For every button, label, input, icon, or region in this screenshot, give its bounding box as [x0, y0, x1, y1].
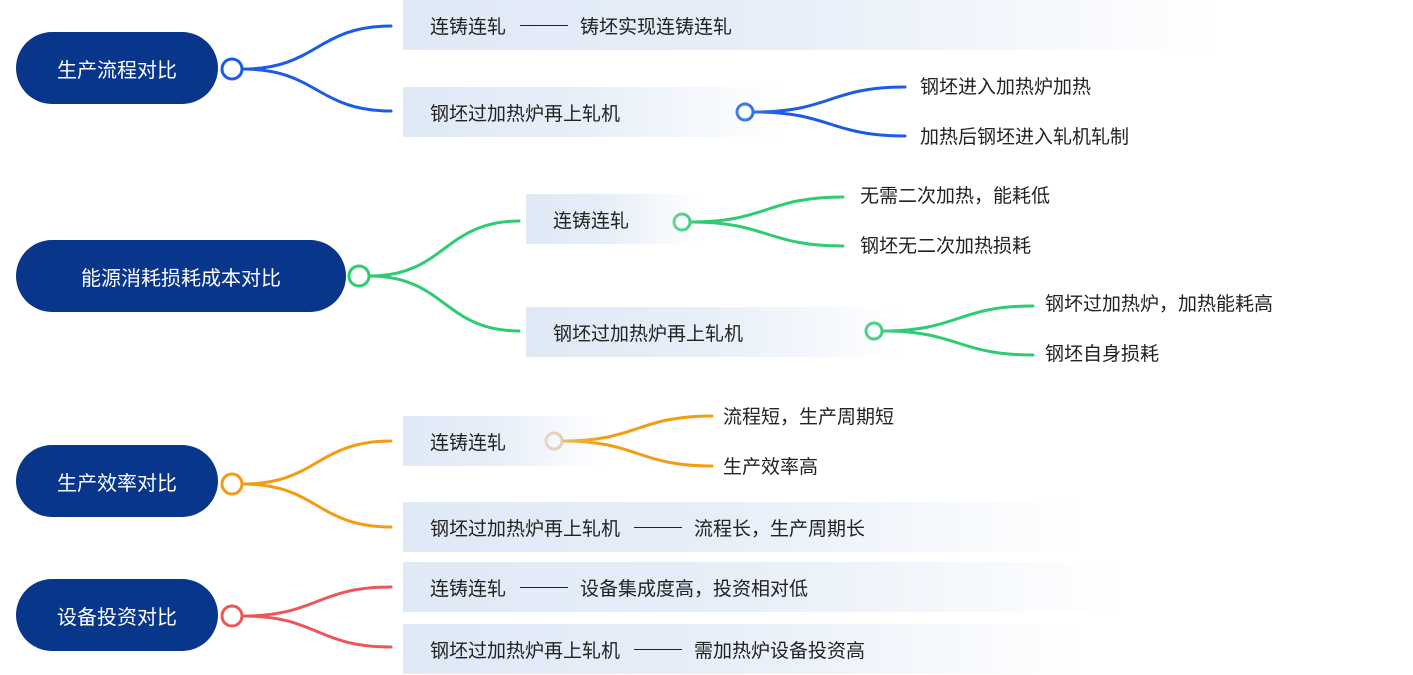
connector-line [689, 195, 845, 224]
collapse-toggle-knob[interactable] [220, 57, 244, 81]
leaf-text[interactable]: 流程短，生产周期短 [723, 406, 895, 428]
branch-detail: 铸坯实现连铸连轧 [580, 15, 733, 38]
branch-continuous-casting[interactable]: 连铸连轧 [403, 416, 603, 466]
branch-label: 钢坯过加热炉再上轧机 [430, 639, 621, 662]
leaf-text[interactable]: 生产效率高 [723, 456, 819, 478]
connector-line [241, 585, 393, 618]
branch-detail: 设备集成度高，投资相对低 [580, 577, 809, 600]
branch-reheating-furnace[interactable]: 钢坯过加热炉再上轧机 [526, 307, 906, 357]
dash-separator [520, 586, 569, 588]
leaf-text[interactable]: 加热后钢坯进入轧机轧制 [920, 126, 1130, 148]
connector-line [368, 274, 521, 333]
collapse-toggle-knob[interactable] [347, 264, 371, 288]
branch-continuous-casting[interactable]: 连铸连轧 设备集成度高，投资相对低 [403, 562, 1123, 612]
leaf-text[interactable]: 钢坏过加热炉，加热能耗高 [1045, 293, 1274, 315]
collapse-toggle-knob[interactable] [220, 472, 244, 496]
topic-energy-cost[interactable]: 能源消耗损耗成本对比 [16, 240, 346, 312]
branch-reheating-furnace[interactable]: 钢坯过加热炉再上轧机 [403, 87, 783, 137]
connector-line [241, 439, 393, 486]
branch-label: 连铸连轧 [430, 15, 507, 38]
topic-production-process[interactable]: 生产流程对比 [16, 32, 218, 104]
connector-line [689, 220, 845, 248]
connector-line [881, 304, 1035, 333]
branch-label: 钢坯过加热炉再上轧机 [430, 517, 621, 540]
leaf-text[interactable]: 钢坯进入加热炉加热 [920, 76, 1092, 98]
branch-reheating-furnace[interactable]: 钢坯过加热炉再上轧机 需加热炉设备投资高 [403, 624, 1083, 674]
connector-line [881, 329, 1035, 357]
dash-separator [634, 648, 683, 650]
branch-detail: 流程长，生产周期长 [694, 517, 866, 540]
branch-label: 连铸连轧 [553, 209, 630, 232]
branch-label: 连铸连轧 [430, 577, 507, 600]
leaf-text[interactable]: 钢坯自身损耗 [1045, 343, 1160, 365]
leaf-text[interactable]: 无需二次加热，能耗低 [860, 185, 1051, 207]
branch-detail: 需加热炉设备投资高 [694, 639, 866, 662]
branch-continuous-casting[interactable]: 连铸连轧 铸坯实现连铸连轧 [403, 0, 1223, 50]
branch-label: 钢坯过加热炉再上轧机 [430, 102, 621, 125]
connector-line [241, 67, 393, 113]
connector-line [368, 219, 521, 278]
connector-line [241, 24, 393, 71]
connector-line [241, 614, 393, 649]
dash-separator [634, 526, 683, 528]
topic-equipment-investment[interactable]: 设备投资对比 [16, 579, 218, 651]
dash-separator [520, 24, 569, 26]
branch-continuous-casting[interactable]: 连铸连轧 [526, 194, 701, 244]
branch-label: 钢坯过加热炉再上轧机 [553, 322, 744, 345]
collapse-toggle-knob[interactable] [220, 604, 244, 628]
topic-production-efficiency[interactable]: 生产效率对比 [16, 445, 218, 517]
branch-label: 连铸连轧 [430, 431, 507, 454]
branch-reheating-furnace[interactable]: 钢坯过加热炉再上轧机 流程长，生产周期长 [403, 502, 1083, 552]
leaf-text[interactable]: 钢坯无二次加热损耗 [860, 235, 1032, 257]
connector-line [241, 482, 393, 529]
